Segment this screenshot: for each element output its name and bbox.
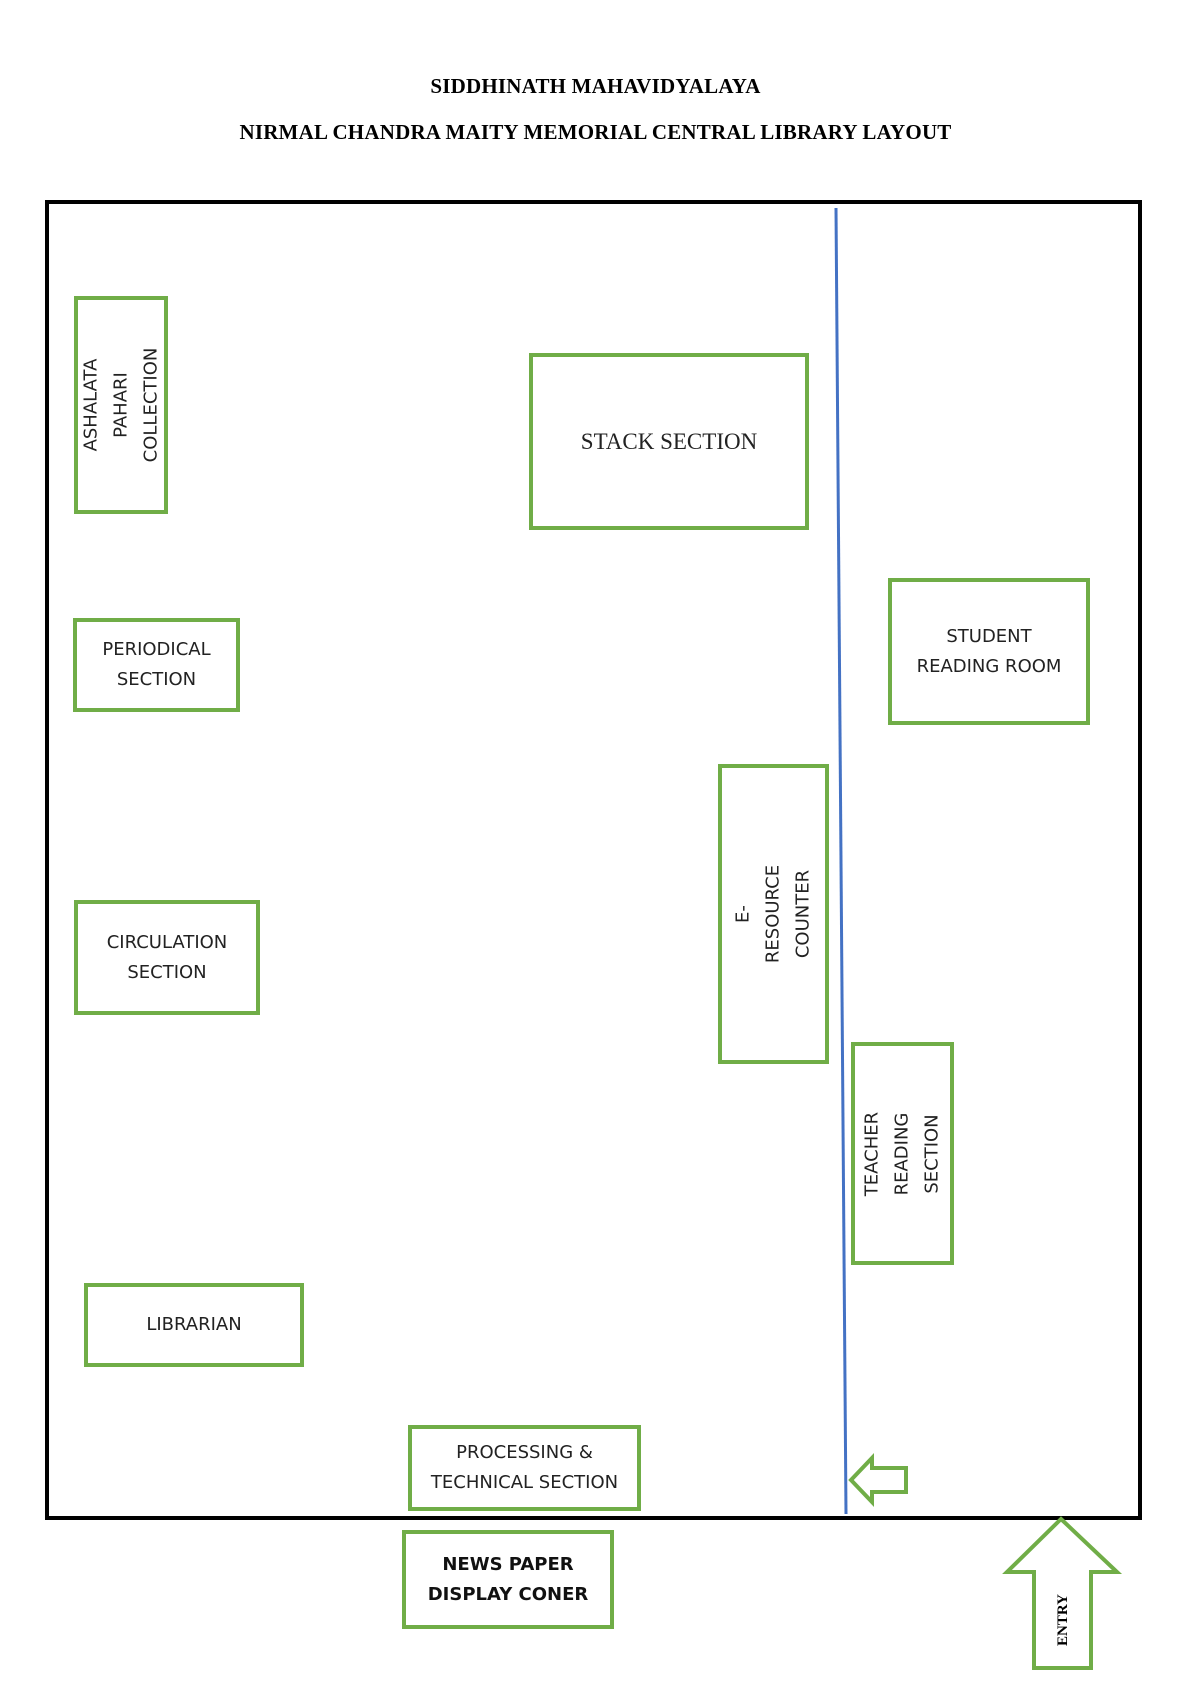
e-resource-counter-box: E-RESOURCE COUNTER: [718, 764, 829, 1064]
ashalata-pahari-collection-label: ASHALATA PAHARI COLLECTION: [80, 347, 162, 463]
newspaper-display-corner-box: NEWS PAPER DISPLAY CONER: [402, 1530, 614, 1629]
page-title: SIDDHINATH MAHAVIDYALAYA: [430, 74, 761, 98]
processing-technical-section-label: PROCESSING & TECHNICAL SECTION: [430, 1442, 619, 1493]
librarian-label: LIBRARIAN: [146, 1314, 242, 1335]
newspaper-display-corner-label: NEWS PAPER DISPLAY CONER: [427, 1553, 589, 1605]
teacher-reading-section-box: TEACHER READING SECTION: [851, 1042, 954, 1265]
page-subtitle: NIRMAL CHANDRA MAITY MEMORIAL CENTRAL LI…: [239, 120, 952, 144]
librarian-box: LIBRARIAN: [84, 1283, 304, 1367]
periodical-section-label: PERIODICAL SECTION: [102, 639, 211, 690]
library-floor-outline: [45, 200, 1142, 1520]
processing-technical-section-box: PROCESSING & TECHNICAL SECTION: [408, 1425, 641, 1511]
entry-label: ENTRY: [1055, 1594, 1071, 1646]
ashalata-pahari-collection-box: ASHALATA PAHARI COLLECTION: [74, 296, 168, 514]
teacher-reading-section-label: TEACHER READING SECTION: [861, 1111, 943, 1196]
stack-section-box: STACK SECTION: [529, 353, 809, 530]
stack-section-label: STACK SECTION: [580, 428, 758, 454]
student-reading-room-box: STUDENT READING ROOM: [888, 578, 1090, 725]
student-reading-room-label: STUDENT READING ROOM: [916, 625, 1062, 677]
e-resource-counter-label: E-RESOURCE COUNTER: [732, 864, 814, 964]
periodical-section-box: PERIODICAL SECTION: [73, 618, 240, 712]
circulation-section-box: CIRCULATION SECTION: [74, 900, 260, 1015]
circulation-section-label: CIRCULATION SECTION: [106, 931, 228, 983]
